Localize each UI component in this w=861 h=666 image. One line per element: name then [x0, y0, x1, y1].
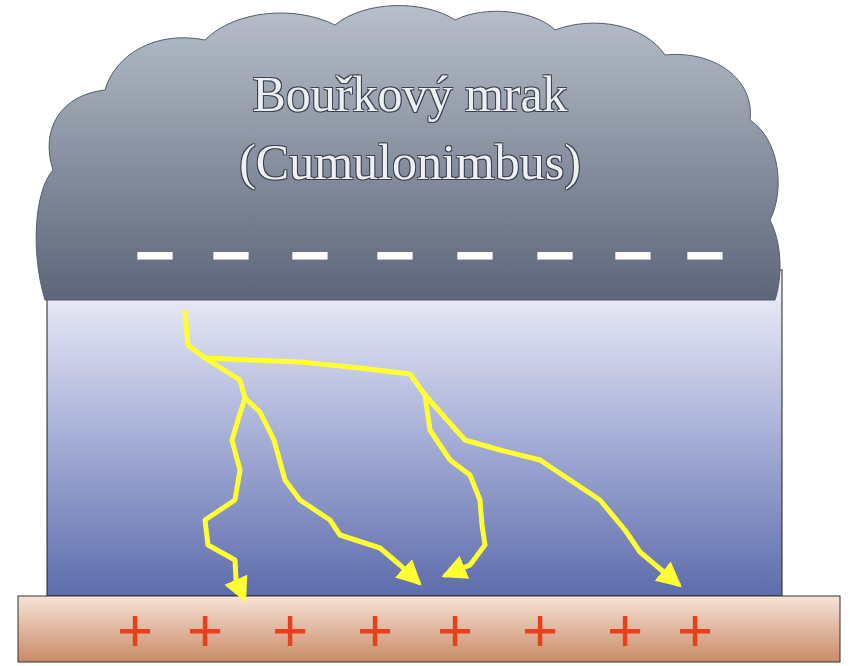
air-column: [47, 270, 782, 596]
cloud-title: Bouřkový mrak (Cumulonimbus): [180, 60, 640, 196]
ground: [18, 596, 840, 662]
positive-charge: +: [272, 599, 308, 661]
negative-charge: −: [613, 220, 654, 290]
positive-charge: +: [437, 599, 473, 661]
positive-charge: +: [187, 599, 223, 661]
negative-charge: −: [211, 220, 252, 290]
lightning-bolt: [185, 312, 245, 598]
negative-charge: −: [535, 220, 576, 290]
lightning-bolt: [205, 358, 485, 575]
lightning-bolt: [425, 395, 678, 584]
negative-charge: −: [290, 220, 331, 290]
positive-charge: +: [607, 599, 643, 661]
negative-charge: −: [455, 220, 496, 290]
positive-charge: +: [677, 599, 713, 661]
negative-charge: −: [685, 220, 726, 290]
negative-charge: −: [135, 220, 176, 290]
lightning-bolt: [245, 398, 418, 582]
positive-charge: +: [117, 599, 153, 661]
cloud-shape: [36, 6, 780, 300]
positive-charge: +: [522, 599, 558, 661]
positive-charge: +: [357, 599, 393, 661]
negative-charge: −: [375, 220, 416, 290]
